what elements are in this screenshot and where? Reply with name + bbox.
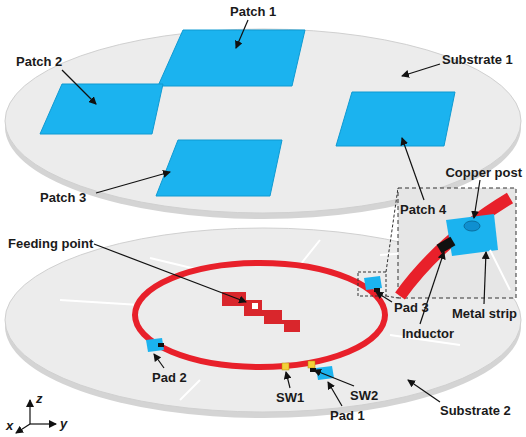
part-label: Pad 2 xyxy=(152,370,187,385)
axis-label: x xyxy=(6,418,13,433)
part-label: Copper post xyxy=(445,165,522,180)
part-label: Substrate 1 xyxy=(442,52,513,67)
part-label: Patch 3 xyxy=(40,190,86,205)
axis-label: y xyxy=(60,416,67,431)
part-label: Patch 2 xyxy=(16,54,62,69)
switch-label: SW1 xyxy=(276,390,304,405)
part-label: Pad 3 xyxy=(394,300,429,315)
part-label: Feeding point xyxy=(8,236,93,251)
part-label: Pad 1 xyxy=(330,408,365,423)
part-label: Substrate 2 xyxy=(440,403,511,418)
part-label: Inductor xyxy=(402,326,454,341)
part-label: Metal strip xyxy=(452,306,517,321)
part-label: Patch 4 xyxy=(400,202,446,217)
axis-label: z xyxy=(36,391,43,406)
switch-label: SW2 xyxy=(350,388,378,403)
part-label: Patch 1 xyxy=(230,4,276,19)
